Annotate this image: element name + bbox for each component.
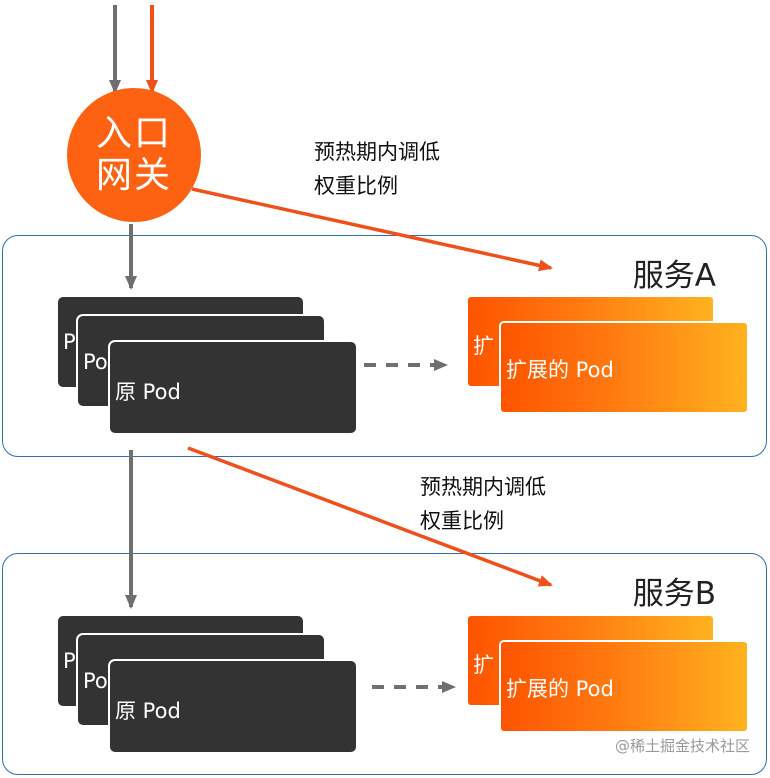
warmup-annotation-top: 预热期内调低 权重比例 (314, 135, 440, 203)
pod-label: 扩展的 Pod (506, 358, 614, 382)
annotation-line2: 权重比例 (314, 174, 398, 198)
pod-label: 扩展的 Pod (506, 677, 614, 701)
gateway-label-line1: 入口 (95, 113, 172, 154)
pod-label: 扩 (473, 653, 494, 677)
pod-label: P (63, 330, 76, 354)
annotation-line1: 预热期内调低 (314, 140, 440, 164)
pod-label: P (63, 649, 76, 673)
pod-label: 原 Pod (115, 699, 181, 723)
watermark: @稀土掘金技术社区 (614, 737, 750, 755)
warmup-annotation-bottom: 预热期内调低 权重比例 (420, 470, 546, 538)
service-a-expanded-pod-front: 扩展的 Pod (501, 323, 747, 412)
ingress-gateway: 入口 网关 (67, 88, 201, 222)
pod-label: Po (83, 669, 108, 693)
service-a-original-pod-front: 原 Pod (110, 342, 356, 433)
annotation-line1: 预热期内调低 (420, 475, 546, 499)
annotation-line2: 权重比例 (420, 509, 504, 533)
service-a-title: 服务A (632, 258, 716, 294)
pod-label: 原 Pod (115, 380, 181, 404)
pod-label: Po (83, 350, 108, 374)
pod-label: 扩 (473, 334, 494, 358)
service-b-original-pod-front: 原 Pod (110, 661, 356, 752)
service-b-expanded-pod-front: 扩展的 Pod (501, 642, 747, 731)
gateway-label-line2: 网关 (95, 155, 172, 196)
service-b-title: 服务B (632, 576, 716, 612)
